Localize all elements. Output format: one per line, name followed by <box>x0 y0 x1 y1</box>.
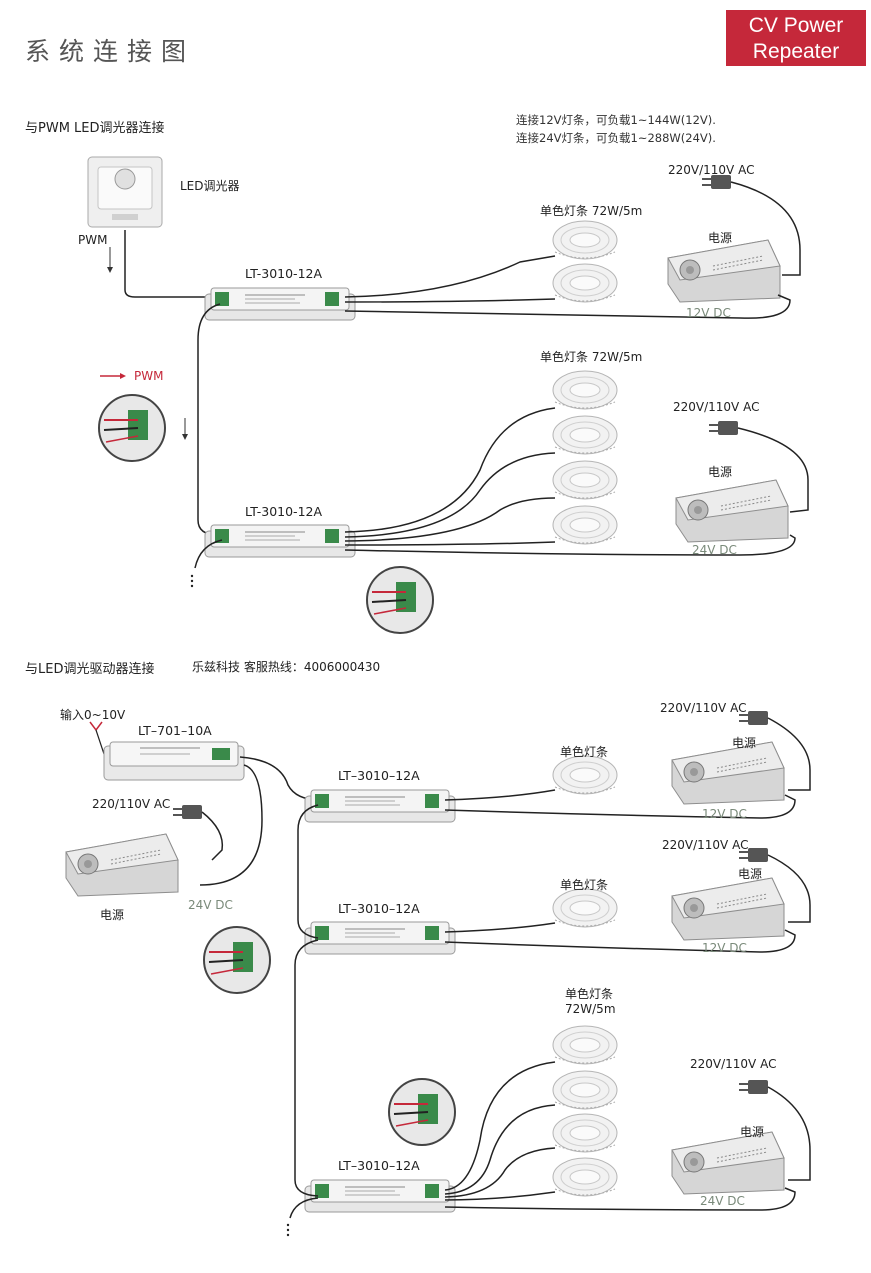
strip-reel <box>552 460 618 500</box>
ac-label-driver: 220/110V AC <box>92 797 171 811</box>
ac-plug-1 <box>701 174 732 190</box>
led-driver <box>103 741 245 781</box>
dc-label-24v-b: 24V DC <box>700 1194 745 1208</box>
page-title: 系统连接图 <box>25 37 196 66</box>
load-note-24v: 连接24V灯条，可负载1~288W(24V). <box>516 131 716 145</box>
controller-label-3: LT–3010–12A <box>338 768 420 783</box>
strip-reel <box>552 1157 618 1197</box>
psu-label-4: 电源 <box>738 867 763 881</box>
controller-5 <box>304 1179 456 1213</box>
power-supply-2 <box>675 479 789 543</box>
load-note-12v: 连接12V灯条，可负载1~144W(12V). <box>516 113 716 127</box>
psu-label-driver: 电源 <box>100 908 125 922</box>
led-dimmer <box>87 156 163 228</box>
driver-label: LT–701–10A <box>138 723 212 738</box>
ac-label-1: 220V/110V AC <box>668 163 755 177</box>
controller-label-5: LT–3010–12A <box>338 1158 420 1173</box>
section2-heading: 与LED调光驱动器连接 <box>25 662 155 677</box>
controller-label-2: LT-3010-12A <box>245 504 323 519</box>
terminal-zoom-2 <box>366 566 434 634</box>
input-label: 输入0~10V <box>60 708 126 722</box>
controller-3 <box>304 789 456 823</box>
dc-label-24v: 24V DC <box>692 543 737 557</box>
psu-label-5: 电源 <box>740 1125 765 1139</box>
terminal-zoom-4 <box>388 1078 456 1146</box>
strip-reel <box>552 505 618 545</box>
controller-label-1: LT-3010-12A <box>245 266 323 281</box>
psu-label-2: 电源 <box>708 465 733 479</box>
strip-reel <box>552 1025 618 1065</box>
strip-reel <box>552 370 618 410</box>
strip-label-3: 单色灯条 <box>560 745 609 759</box>
controller-2 <box>204 524 356 558</box>
strip-label-4: 单色灯条 <box>560 878 609 892</box>
product-badge: CV Power Repeater <box>726 10 866 66</box>
dc-label-12v-a: 12V DC <box>702 807 747 821</box>
badge-line1: CV Power <box>748 14 844 37</box>
ac-plug-2 <box>708 420 739 436</box>
ac-label-3: 220V/110V AC <box>660 701 747 715</box>
hotline-text: 乐兹科技 客服热线：4006000430 <box>192 660 381 674</box>
terminal-zoom-1 <box>98 394 166 462</box>
badge-line2: Repeater <box>752 40 840 63</box>
strip-reel <box>552 1070 618 1110</box>
strip-reel <box>552 755 618 795</box>
dc-label-12v-b: 12V DC <box>702 941 747 955</box>
pwm-signal-label: PWM <box>134 369 164 383</box>
strip-reel <box>552 1113 618 1153</box>
ac-plug-5 <box>738 1079 769 1095</box>
strip-label-5: 单色灯条 <box>565 987 614 1001</box>
strip-reel <box>552 220 618 260</box>
ac-label-4: 220V/110V AC <box>662 838 749 852</box>
controller-1 <box>204 287 356 321</box>
strip-reel <box>552 263 618 303</box>
dc-label-24v-driver: 24V DC <box>188 898 233 912</box>
ac-label-2: 220V/110V AC <box>673 400 760 414</box>
power-supply-3 <box>671 741 785 805</box>
power-supply-5 <box>671 1131 785 1195</box>
psu-label-3: 电源 <box>732 736 757 750</box>
controller-4 <box>304 921 456 955</box>
strip-reel <box>552 888 618 928</box>
terminal-zoom-3 <box>203 926 271 994</box>
psu-label-1: 电源 <box>708 231 733 245</box>
dimmer-label: LED调光器 <box>180 179 240 193</box>
controller-label-4: LT–3010–12A <box>338 901 420 916</box>
section1-heading: 与PWM LED调光器连接 <box>25 121 165 136</box>
strip-reel <box>552 415 618 455</box>
driver-power-supply <box>65 833 179 897</box>
strip-label-1: 单色灯条 72W/5m <box>540 204 643 218</box>
strip-label-2: 单色灯条 72W/5m <box>540 350 643 364</box>
driver-ac-plug <box>172 804 203 820</box>
dc-label-12v: 12V DC <box>686 306 731 320</box>
strip-power-label-5: 72W/5m <box>565 1002 616 1016</box>
power-supply-4 <box>671 877 785 941</box>
power-supply-1 <box>667 239 781 303</box>
pwm-label: PWM <box>78 233 108 247</box>
ac-label-5: 220V/110V AC <box>690 1057 777 1071</box>
